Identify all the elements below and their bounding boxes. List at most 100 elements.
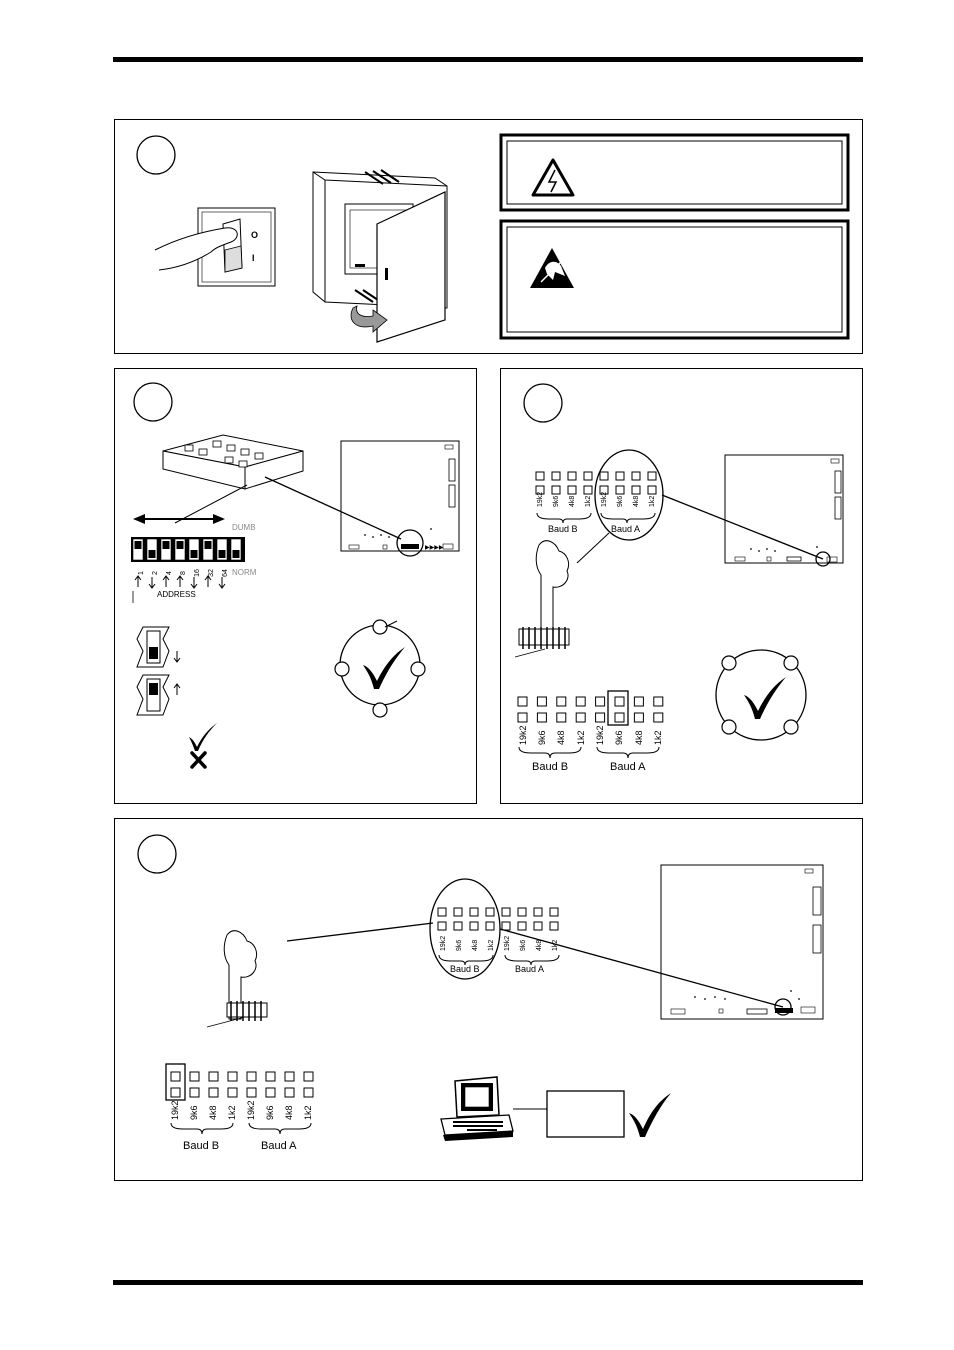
cross-icon bbox=[190, 751, 207, 769]
jumper-pin bbox=[303, 1071, 314, 1082]
baud-a-label: Baud A bbox=[610, 761, 646, 773]
baud-rate-label: 1k2 bbox=[649, 496, 656, 507]
jumper-pin bbox=[437, 921, 447, 931]
baud-b-label: Baud B bbox=[532, 761, 568, 773]
checkmark-icon bbox=[189, 723, 217, 751]
jumper-pin bbox=[208, 1087, 219, 1098]
baud-rate-label: 1k2 bbox=[488, 940, 495, 951]
jumper-pin bbox=[517, 907, 527, 917]
jumper-pin bbox=[170, 1071, 181, 1082]
baud-rate-label: 1k2 bbox=[653, 730, 663, 745]
checkmark-icon bbox=[744, 677, 786, 719]
dip-numbers: 1 2 4 8 16 32 64 bbox=[138, 569, 229, 577]
jumper-pin bbox=[599, 471, 609, 481]
baud-rate-label: 4k8 bbox=[208, 1105, 218, 1120]
dip-toggle-slot bbox=[216, 538, 228, 561]
baud-rate-label: 19k2 bbox=[504, 936, 511, 951]
jumper-pin bbox=[170, 1087, 181, 1098]
dip-toggle-knob bbox=[176, 541, 184, 549]
esd-warning-icon bbox=[530, 248, 574, 288]
dip-number: 32 bbox=[208, 569, 215, 577]
jumper-pin bbox=[535, 471, 545, 481]
dip-dumb-label: DUMB bbox=[232, 523, 256, 532]
high-voltage-warning-box bbox=[499, 133, 850, 212]
baud-rate-label: 1k2 bbox=[303, 1105, 313, 1120]
baud-jumper-bank-bottom bbox=[517, 696, 664, 723]
jumper-pin bbox=[556, 712, 567, 723]
checkmark-icon bbox=[363, 647, 405, 689]
jumper-pin bbox=[485, 921, 495, 931]
baud-b-label: Baud B bbox=[548, 524, 578, 534]
jumper-pin bbox=[517, 696, 528, 707]
jumper-pin bbox=[453, 907, 463, 917]
baud-rate-label: 19k2 bbox=[518, 725, 528, 745]
jumper-pin bbox=[453, 921, 463, 931]
dip-toggle-knob bbox=[204, 541, 212, 549]
circuit-board-illustration: ▶▶▶▶ bbox=[340, 440, 460, 557]
dip-toggle-slot bbox=[188, 538, 200, 561]
jumper-pin bbox=[575, 712, 586, 723]
jumper-pin bbox=[189, 1087, 200, 1098]
jumper-pin bbox=[246, 1087, 257, 1098]
baud-rate-labels-bottom: 19k2 9k6 4k8 1k2 19k2 9k6 4k8 1k2 Baud B… bbox=[518, 725, 663, 773]
baud-rate-label: 9k6 bbox=[456, 940, 463, 951]
jumper-pin bbox=[549, 921, 559, 931]
jumper-pin bbox=[556, 696, 567, 707]
dip-toggle-slot bbox=[174, 538, 186, 561]
jumper-pin bbox=[575, 696, 586, 707]
baud-rate-label: 1k2 bbox=[576, 730, 586, 745]
cabinet-illustration bbox=[312, 169, 448, 343]
checkmark-icon bbox=[629, 1093, 671, 1137]
wall-switch-illustration: O I bbox=[154, 207, 276, 287]
jumper-pin bbox=[551, 485, 561, 495]
baud-b-label: Baud B bbox=[183, 1140, 219, 1152]
dip-toggles bbox=[132, 538, 242, 561]
baud-rate-label: 4k8 bbox=[634, 730, 644, 745]
jumper-pin bbox=[469, 921, 479, 931]
baud-rate-label: 19k2 bbox=[601, 492, 608, 507]
jumper-pin bbox=[303, 1087, 314, 1098]
address-label: ADDRESS bbox=[157, 590, 196, 599]
jumper-pin bbox=[567, 471, 577, 481]
jumper-pin bbox=[549, 907, 559, 917]
baud-rate-label: 4k8 bbox=[633, 496, 640, 507]
baud-rate-label: 19k2 bbox=[170, 1100, 180, 1120]
panel-step-1: O I bbox=[114, 119, 863, 354]
baud-rate-label: 9k6 bbox=[553, 496, 560, 507]
hand-placing-jumper-illustration bbox=[514, 540, 570, 658]
jumper-pin bbox=[517, 712, 528, 723]
baud-b-label: Baud B bbox=[450, 964, 480, 974]
jumper-pin bbox=[595, 712, 606, 723]
jumper-pin bbox=[517, 921, 527, 931]
dip-toggle-knob bbox=[162, 541, 170, 549]
jumper-pin bbox=[246, 1071, 257, 1082]
baud-a-label: Baud A bbox=[611, 524, 640, 534]
jumper-pin bbox=[631, 485, 641, 495]
dip-number: 8 bbox=[180, 571, 187, 575]
dip-number: 1 bbox=[138, 571, 145, 575]
panel-step-3: 19k2 9k6 4k8 1k2 19k2 9k6 4k8 1k2 Baud B… bbox=[500, 368, 863, 804]
baud-rate-label: 19k2 bbox=[595, 725, 605, 745]
baud-rate-label: 4k8 bbox=[556, 730, 566, 745]
baud-rate-label: 9k6 bbox=[265, 1105, 275, 1120]
baud-rate-labels-middle: 19k2 9k6 4k8 1k2 19k2 9k6 4k8 1k2 Baud B… bbox=[438, 936, 560, 974]
baud-rate-label: 4k8 bbox=[536, 940, 543, 951]
jumper-pin bbox=[614, 712, 625, 723]
esd-warning-box bbox=[499, 219, 850, 340]
panel-step-4: 19k2 9k6 4k8 1k2 19k2 9k6 4k8 1k2 Baud B… bbox=[114, 818, 863, 1181]
computer-terminal-icon bbox=[440, 1076, 547, 1141]
dip-toggle-knob bbox=[190, 550, 198, 558]
jumper-pin bbox=[535, 485, 545, 495]
jumper-pin bbox=[653, 696, 664, 707]
jumper-pin bbox=[265, 1087, 276, 1098]
jumper-pin bbox=[533, 921, 543, 931]
jumper-pin bbox=[189, 1071, 200, 1082]
jumper-pin bbox=[551, 471, 561, 481]
baud-rate-label: 19k2 bbox=[537, 492, 544, 507]
baud-rate-label: 9k6 bbox=[537, 730, 547, 745]
step-circle bbox=[136, 135, 176, 175]
baud-rate-label: 9k6 bbox=[617, 496, 624, 507]
baud-a-label: Baud A bbox=[261, 1140, 297, 1152]
baud-jumper-bank-top bbox=[535, 471, 657, 495]
jumper-pin bbox=[633, 712, 644, 723]
